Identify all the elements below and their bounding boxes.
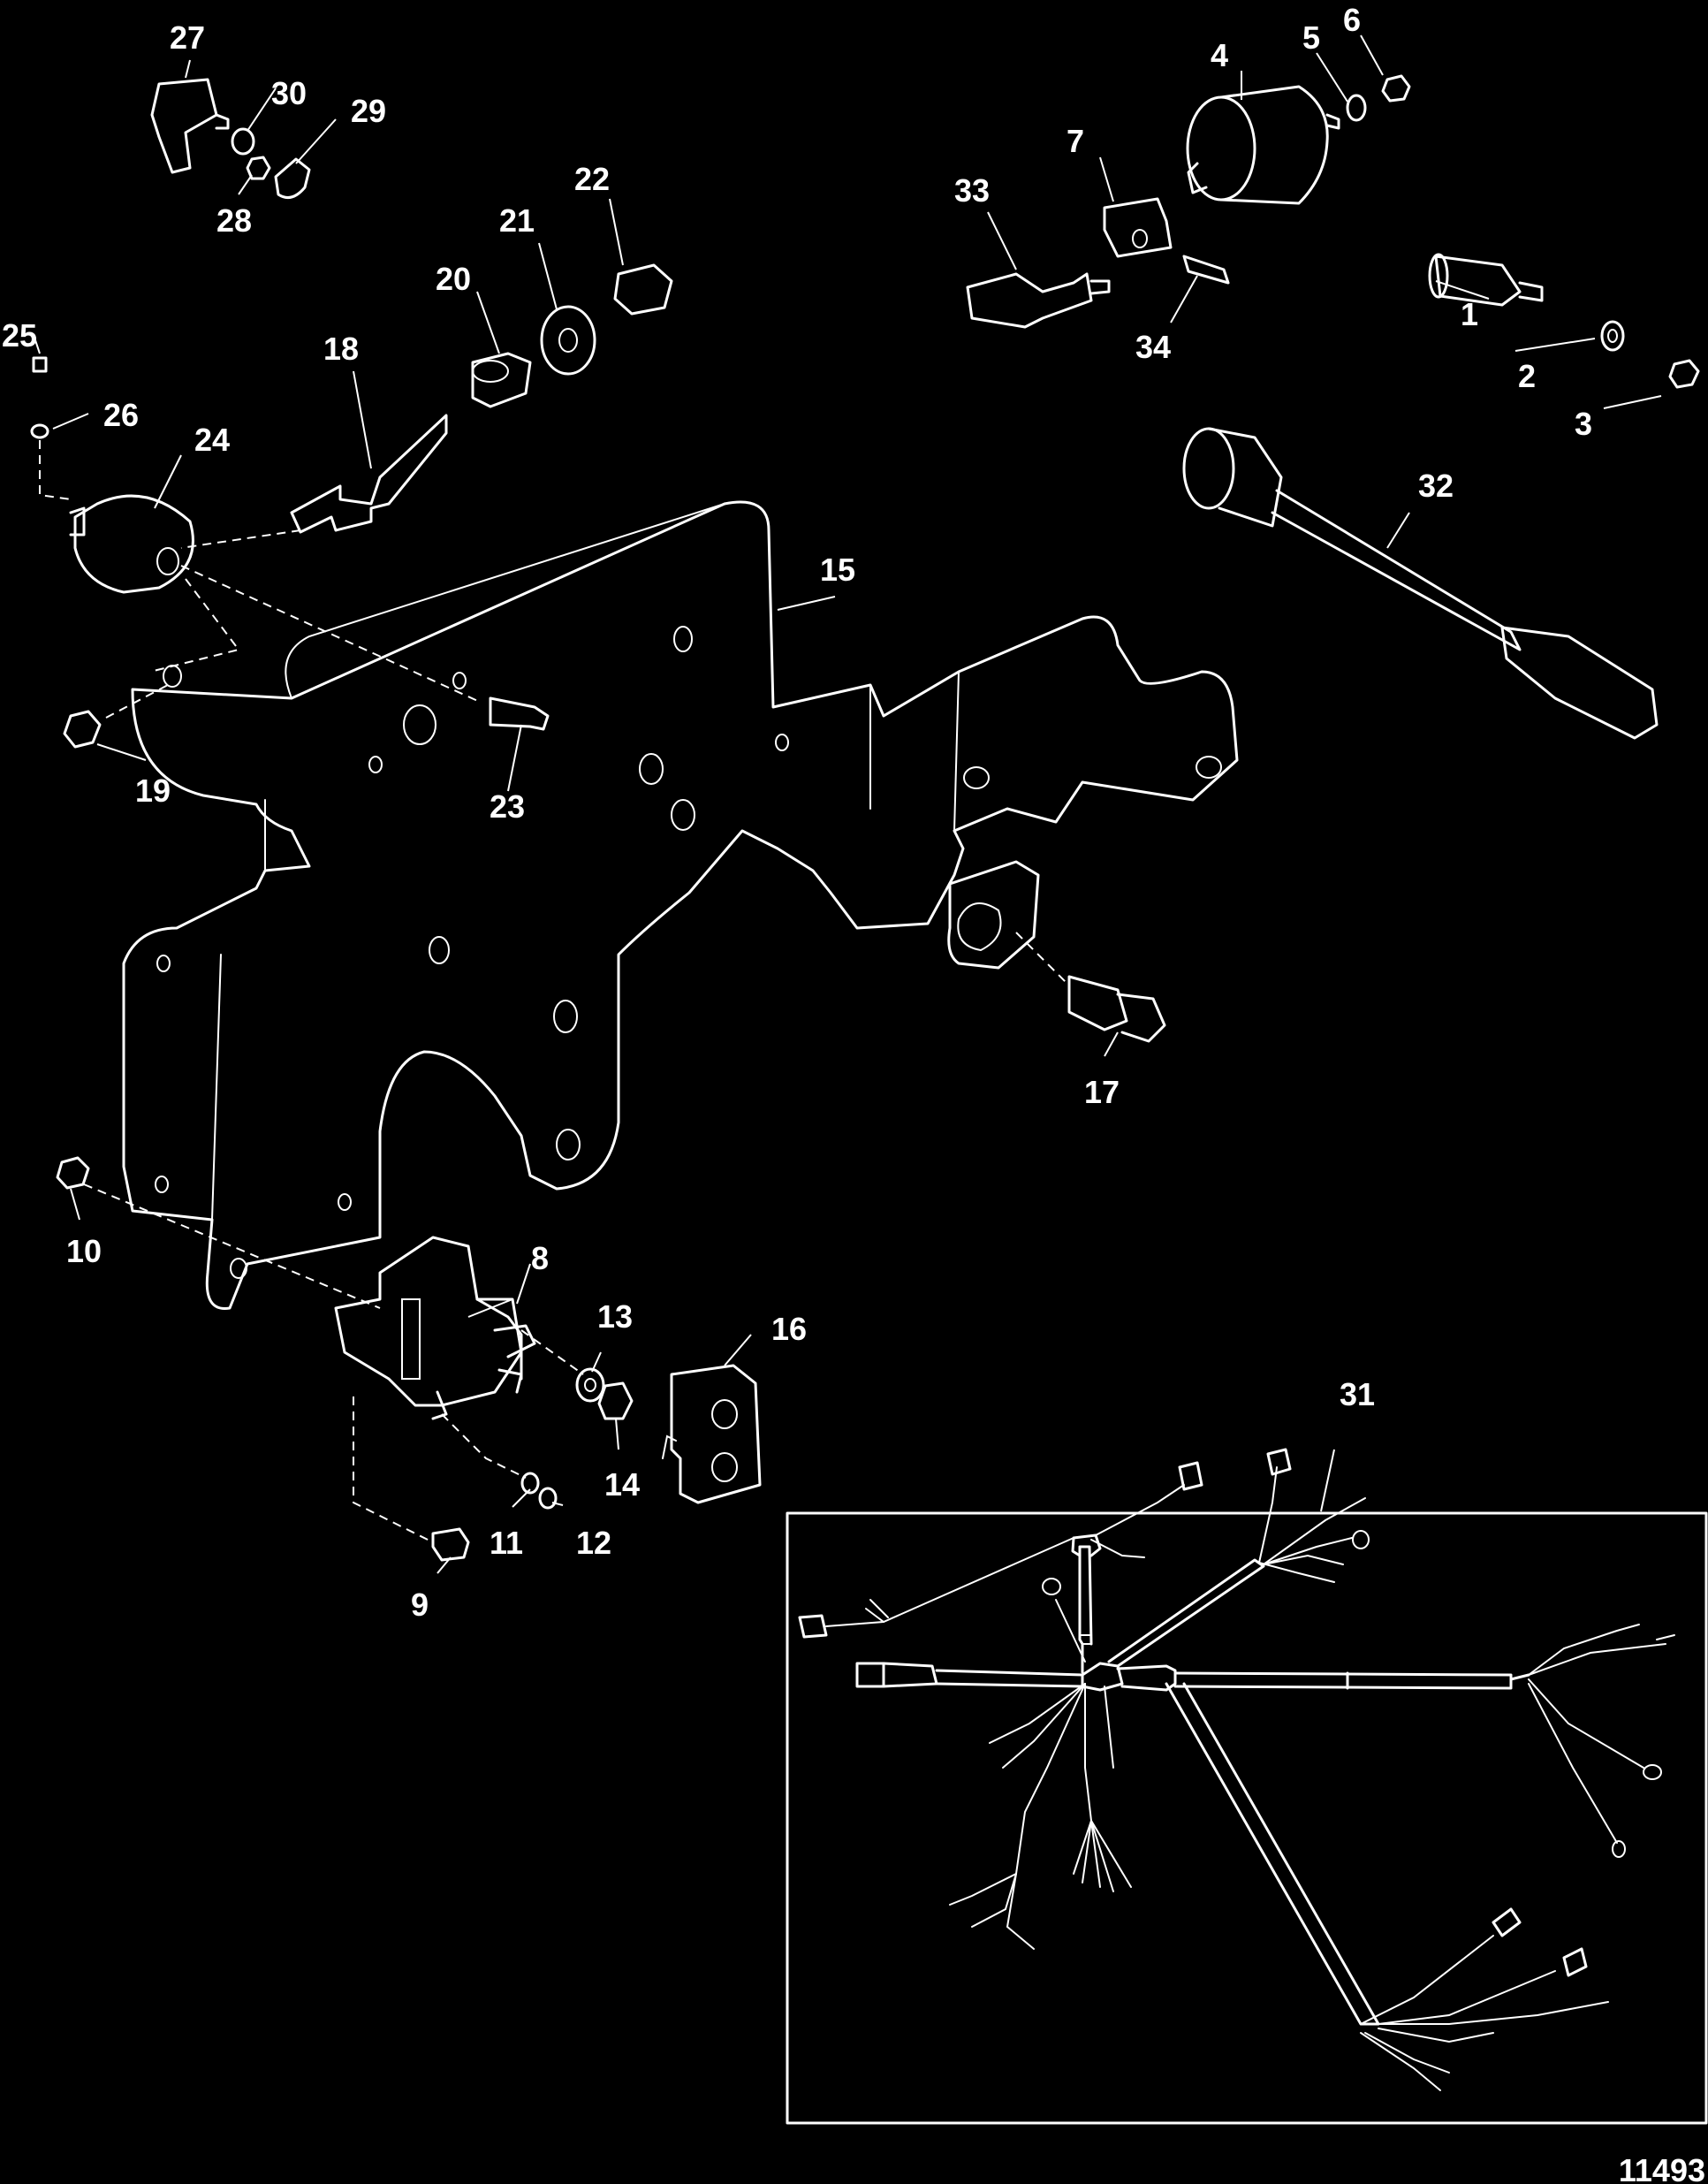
screw-9 [431,1527,470,1562]
washer-2 [1600,320,1625,352]
sensor-lead-32 [1182,427,1659,740]
callout-19: 19 [135,772,171,809]
nut-12 [538,1487,558,1510]
mounting-plate-15 [122,500,1239,1310]
callout-8: 8 [531,1240,549,1276]
wiring-harness-inset-31 [786,1511,1708,2184]
callout-12: 12 [576,1525,611,1561]
callout-11: 11 [490,1525,523,1561]
screw-25 [32,356,48,373]
callout-4: 4 [1211,37,1228,73]
adapter-7 [1103,197,1173,258]
washer-11 [520,1472,540,1495]
callout-30: 30 [271,75,307,111]
figure-number: 11493 [1619,2152,1705,2184]
callout-18: 18 [323,331,359,367]
plate-bracket-tab [947,860,1040,970]
callout-29: 29 [351,93,386,129]
terminal-29 [274,157,311,200]
bolt-23 [489,696,550,731]
callout-28: 28 [216,202,252,239]
callout-31: 31 [1340,1376,1375,1412]
pin-34 [1182,255,1230,285]
callout-33: 33 [954,172,990,209]
callout-labels: 1 2 3 4 5 6 7 8 9 10 11 12 13 14 15 16 1… [2,2,1592,1623]
callout-3: 3 [1575,406,1592,442]
callout-21: 21 [499,202,535,239]
washer-13 [575,1367,605,1403]
callout-5: 5 [1302,19,1320,56]
switch-27 [150,78,230,174]
harness-inset-frame [786,1511,1708,2125]
sender-1 [1428,253,1544,307]
callout-1: 1 [1461,296,1478,332]
nut-6 [1381,74,1411,103]
sensor-24 [69,494,194,594]
harness-illustration [853,1666,862,2184]
callout-25: 25 [2,317,37,354]
nut-22 [613,263,673,316]
stud-18 [290,414,448,534]
spacer-20 [471,352,532,408]
callout-17: 17 [1084,1074,1120,1110]
callout-2: 2 [1518,358,1536,394]
callout-13: 13 [597,1298,633,1335]
callout-26: 26 [103,397,139,433]
assembly-dashed-lines [39,440,1070,1543]
washer-26 [30,423,49,439]
bolt-17 [1067,975,1166,1043]
callout-20: 20 [436,261,471,297]
callout-6: 6 [1343,2,1361,38]
nut-14 [597,1381,634,1420]
callout-15: 15 [820,552,855,588]
callout-32: 32 [1418,468,1454,504]
leader-lines [34,34,1662,1574]
washer-30 [231,127,255,156]
nut-19 [63,710,102,749]
callout-27: 27 [170,19,205,56]
terminal-block-16 [662,1364,762,1504]
callout-24: 24 [194,422,230,458]
callout-23: 23 [490,788,525,825]
nut-28 [246,156,271,180]
callout-16: 16 [771,1311,807,1347]
gauge-sender-4 [1186,85,1340,205]
callout-34: 34 [1135,329,1171,365]
nut-10 [56,1156,90,1190]
callout-9: 9 [411,1587,429,1623]
washer-21 [540,305,596,376]
callout-14: 14 [604,1466,640,1503]
nut-3 [1668,359,1700,389]
callout-7: 7 [1067,123,1084,159]
callout-10: 10 [66,1233,102,1269]
solenoid-8 [334,1236,536,1420]
callout-22: 22 [574,161,610,197]
harness-wireframe [798,1448,1675,2091]
temp-sender-33 [966,272,1111,329]
washer-5 [1346,94,1367,122]
